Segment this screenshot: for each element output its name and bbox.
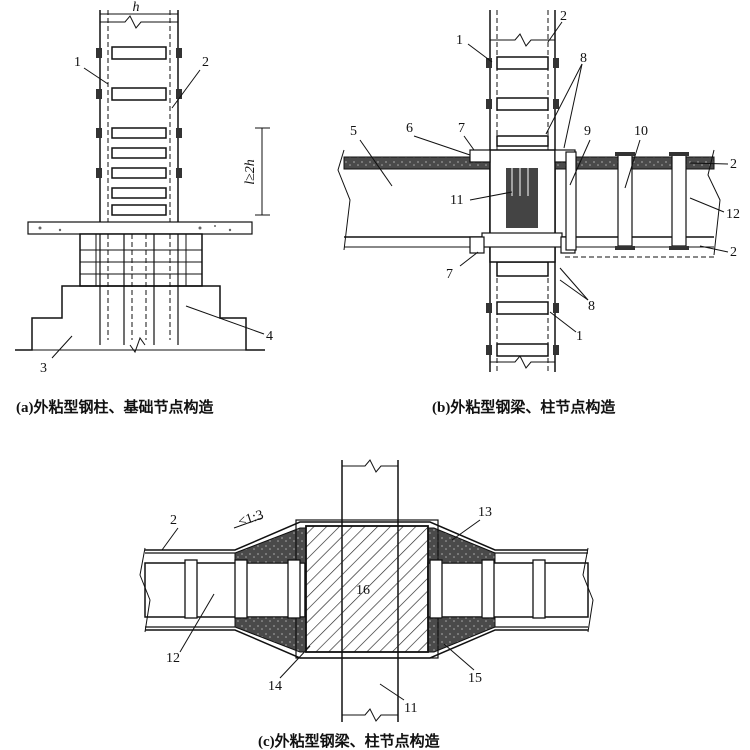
floor-slab-a	[27, 221, 253, 235]
dim-h-label: h	[133, 0, 140, 15]
label-b-7-bottom: 7	[446, 267, 453, 282]
label-b-8-bottom: 8	[588, 299, 595, 314]
label-b-12: 12	[726, 207, 740, 222]
batten-plates-a	[111, 46, 167, 216]
label-a-4: 4	[266, 329, 273, 344]
label-c-11: 11	[404, 701, 417, 716]
label-b-11: 11	[450, 193, 463, 208]
label-b-2-right: 2	[730, 157, 737, 172]
haunch-outline	[145, 521, 588, 551]
label-b-10: 10	[634, 124, 648, 139]
label-c-12: 12	[166, 651, 180, 666]
label-a-1: 1	[74, 55, 81, 70]
label-b-6: 6	[406, 121, 413, 136]
label-c-14: 14	[268, 679, 282, 694]
label-a-2: 2	[202, 55, 209, 70]
panel-b: 1 2 8 5 6 7 9 10 2 11 12 7 2 8 1 (b)外粘型钢…	[337, 9, 740, 416]
dim-l-label: l≥2h	[243, 159, 258, 185]
label-b-7-top: 7	[458, 121, 465, 136]
label-b-8-top: 8	[580, 51, 587, 66]
foundation-pedestal	[79, 233, 203, 287]
caption-b: (b)外粘型钢梁、柱节点构造	[432, 398, 615, 416]
label-c-13: 13	[478, 505, 492, 520]
panel-c: ≤1:3 2 13 16 12 14 15 11 (c)外粘型钢梁、柱节点构造	[139, 459, 594, 750]
slope-label: ≤1:3	[237, 508, 266, 530]
joint-core-c	[305, 525, 429, 653]
label-b-1-bottom: 1	[576, 329, 583, 344]
caption-a: (a)外粘型钢柱、基础节点构造	[16, 398, 214, 416]
label-a-3: 3	[40, 361, 47, 376]
label-b-5: 5	[350, 124, 357, 139]
panel-a: h	[15, 0, 273, 416]
label-c-15: 15	[468, 671, 482, 686]
label-c-16: 16	[356, 583, 370, 598]
label-c-2: 2	[170, 513, 177, 528]
label-b-2-top: 2	[560, 9, 567, 24]
label-b-2-bottom: 2	[730, 245, 737, 260]
foundation-footing	[15, 285, 265, 351]
caption-c: (c)外粘型钢梁、柱节点构造	[258, 732, 440, 750]
label-b-9: 9	[584, 124, 591, 139]
label-b-1-top: 1	[456, 33, 463, 48]
